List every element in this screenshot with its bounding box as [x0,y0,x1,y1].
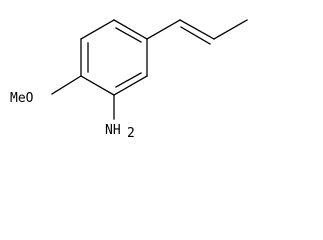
propenyl-bond-terminal [213,19,248,40]
benzene-ring [80,19,148,96]
propenyl-bond-attachment [146,19,181,40]
propenyl-double-bond-outer [179,19,215,40]
ring-inner-double-bond-lower-right [115,72,142,88]
ring-bond-upper-left [80,19,115,40]
ring-bond-lower-right [113,75,148,96]
methoxy-label: MeO [10,91,34,106]
ring-inner-double-bond-top [115,27,142,43]
amine-label: NH [105,123,121,138]
propenyl-double-bond-inner [180,26,211,45]
amine-group: NH 2 [105,94,135,141]
propenyl-chain [146,19,248,45]
ring-bond-lower-left [80,75,115,96]
chemical-structure-diagram: MeO NH 2 [10,19,248,141]
amine-subscript: 2 [127,126,135,141]
ring-bond-top [113,19,148,40]
methoxy-bond [51,75,82,95]
methoxy-group: MeO [10,75,82,106]
